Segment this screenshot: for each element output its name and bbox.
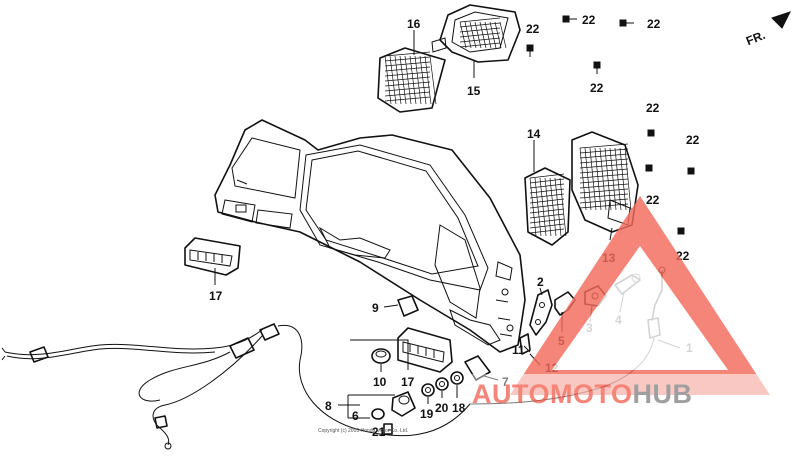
callout-17-left: 17 [209,289,223,303]
callout-9: 9 [372,301,379,315]
callout-14: 14 [527,127,541,141]
callout-2: 2 [537,275,544,289]
screw-22-d [593,61,601,74]
callout-17-center: 17 [401,375,415,389]
callout-22-c: 22 [647,17,661,31]
clip-11 [519,333,531,355]
callout-20: 20 [435,401,449,415]
callout-10: 10 [373,375,387,389]
screw-22-h [677,227,685,235]
screw-22-e [647,129,655,137]
bracket-2 [529,289,553,336]
direction-label: FR. [744,28,767,48]
callout-8: 8 [325,399,332,413]
switch-9 [397,295,419,317]
callout-22-d: 22 [590,81,604,95]
callout-22-a: 22 [526,22,540,36]
washer-18 [450,371,464,385]
callout-11: 11 [512,343,525,357]
air-vent-center [397,327,453,373]
watermark-brand-part1: AUTOMOTO [472,379,633,409]
callout-19: 19 [420,407,434,421]
callout-15: 15 [467,84,481,98]
knob-10 [371,348,391,364]
knob-assembly-8 [391,391,416,417]
callout-18: 18 [452,401,466,415]
callout-22-g: 22 [646,193,660,207]
cable-main [1,323,471,450]
tweeter-housing-top [431,4,521,63]
speaker-grille-top [377,47,446,113]
watermark-brand: AUTOMOTOHUB [472,379,693,409]
air-vent-left [184,237,241,276]
front-direction-arrow: FR. [744,11,791,48]
clip-21 [383,423,393,435]
callout-7: 7 [502,375,509,389]
callout-22-f: 22 [686,133,700,147]
meter-visor-panel [214,119,526,353]
screw-22-f [687,167,695,175]
knob-6 [371,408,385,420]
callout-22-b: 22 [582,13,596,27]
callout-6: 6 [352,409,359,423]
screw-22-a [526,44,534,57]
screw-22-c [619,19,634,27]
watermark-triangle-inner [552,246,728,370]
automotohub-watermark: AUTOMOTOHUB [470,196,792,409]
screw-22-b [562,15,577,23]
washer-20 [435,377,449,391]
washer-19 [421,383,435,397]
plate-7 [464,355,491,381]
watermark-brand-part2: HUB [633,379,693,409]
callout-21: 21 [372,425,386,439]
screw-22-g [645,164,653,172]
speaker-grille-right [524,167,571,246]
copyright-notice: Copyright (c) 2003 Honda Motor Co. Ltd. [318,428,408,434]
callout-22-e: 22 [646,101,660,115]
callout-16: 16 [407,17,421,31]
